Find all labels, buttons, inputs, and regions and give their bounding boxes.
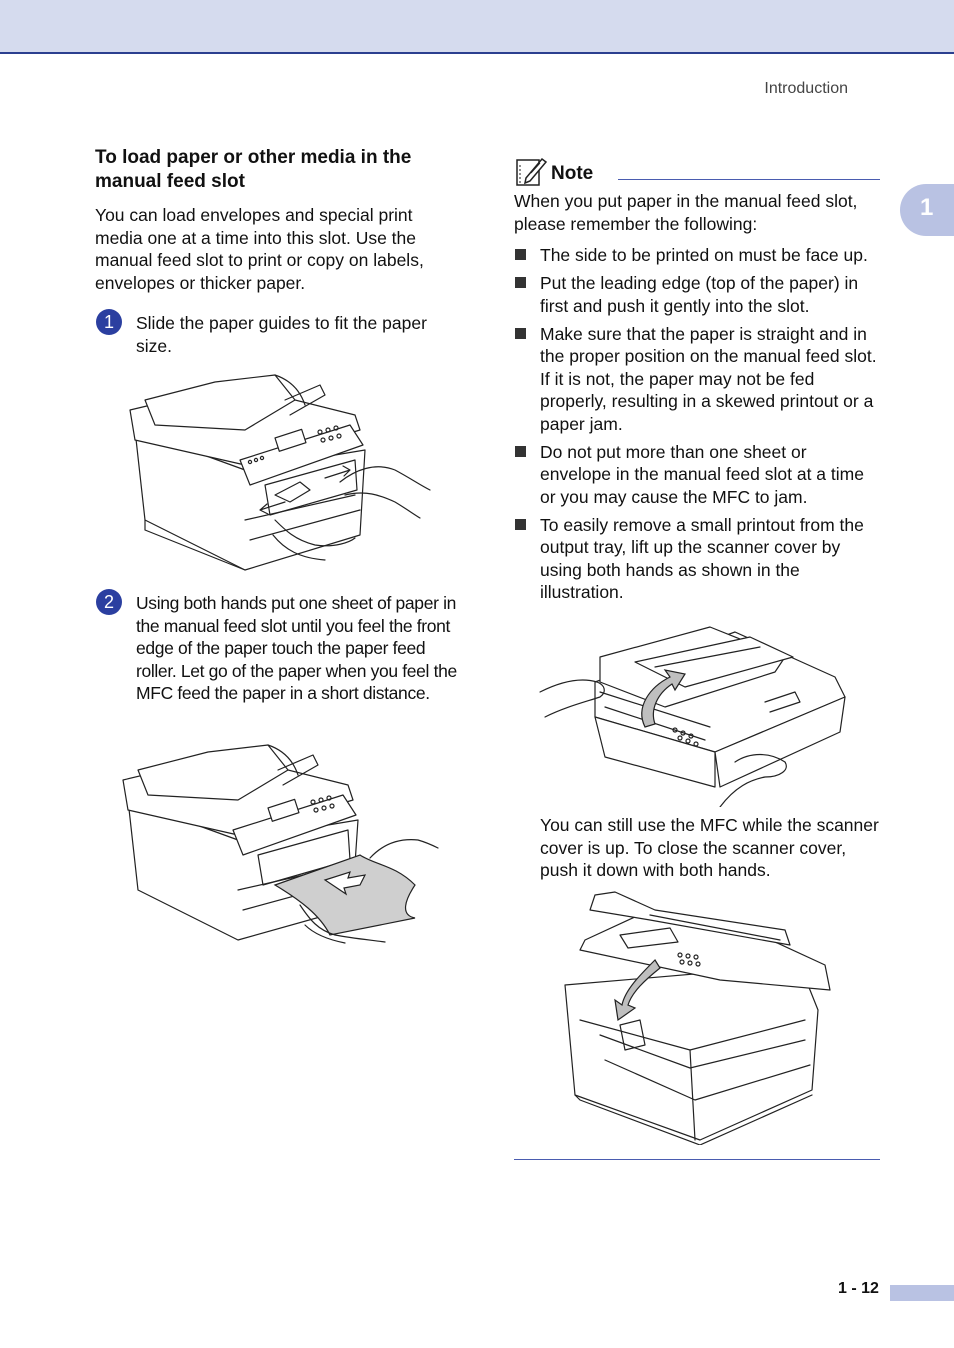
illustration-close-scanner-cover — [564, 891, 831, 1145]
page-number: 1 - 12 — [838, 1280, 879, 1297]
step-2-badge: 2 — [96, 589, 122, 615]
list-item: Put the leading edge (top of the paper) … — [514, 272, 882, 317]
top-header-band — [0, 0, 954, 54]
bullet-square-icon — [515, 327, 526, 339]
scanner-cover-text: You can still use the MFC while the scan… — [540, 815, 879, 880]
illustration-lift-scanner-cover — [539, 626, 846, 807]
note-title: Note — [551, 163, 594, 184]
step-2-text: Using both hands put one sheet of paper … — [136, 593, 457, 703]
bullet-text: Make sure that the paper is straight and… — [540, 323, 877, 434]
page-number-tab — [890, 1285, 954, 1301]
bullet-text: Put the leading edge (top of the paper) … — [540, 273, 859, 316]
running-head: Introduction — [764, 80, 848, 97]
list-item: To easily remove a small printout from t… — [514, 514, 882, 604]
note-bullet-list: The side to be printed on must be face u… — [514, 244, 882, 609]
bullet-text: Do not put more than one sheet or envelo… — [540, 441, 864, 507]
bullet-text: To easily remove a small printout from t… — [540, 514, 864, 603]
step-1-badge: 1 — [96, 309, 122, 335]
note-pencil-icon — [516, 157, 548, 186]
illustration-paper-guides — [129, 374, 431, 571]
list-item: Make sure that the paper is straight and… — [514, 323, 882, 436]
bullet-square-icon — [515, 277, 526, 288]
chapter-tab: 1 — [900, 184, 954, 236]
step-1-text: Slide the paper guides to fit the paper … — [136, 313, 427, 356]
note-bottom-rule — [514, 1159, 880, 1160]
list-item: Do not put more than one sheet or envelo… — [514, 441, 882, 509]
note-intro: When you put paper in the manual feed sl… — [514, 191, 858, 234]
bullet-square-icon — [515, 249, 526, 260]
note-divider — [618, 179, 880, 180]
bullet-square-icon — [515, 518, 526, 530]
intro-paragraph: You can load envelopes and special print… — [95, 205, 424, 293]
left-column: To load paper or other media in the manu… — [95, 146, 465, 294]
illustration-insert-paper — [122, 744, 439, 944]
bullet-square-icon — [515, 445, 526, 457]
bullet-text: The side to be printed on must be face u… — [540, 245, 868, 265]
list-item: The side to be printed on must be face u… — [514, 244, 882, 267]
chapter-number: 1 — [920, 194, 934, 221]
section-heading: To load paper or other media in the manu… — [95, 147, 412, 192]
